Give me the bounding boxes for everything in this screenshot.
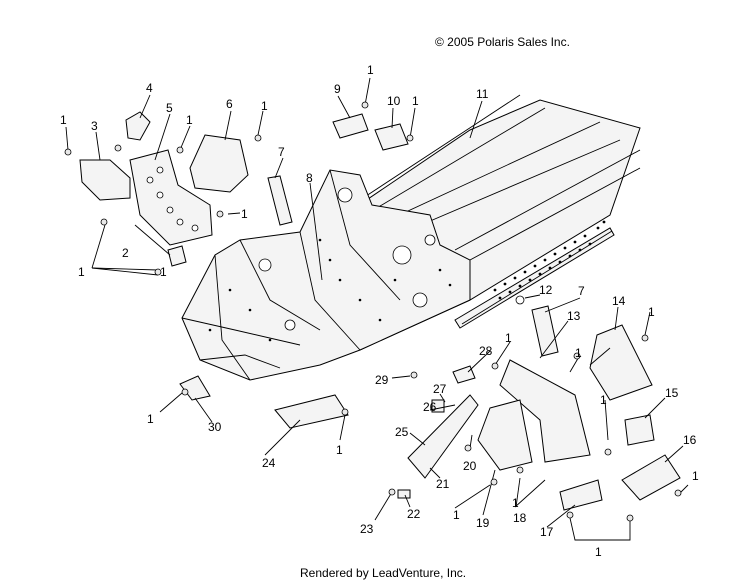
- callout-1: 1: [160, 265, 167, 279]
- cover-14: [589, 324, 653, 401]
- callout-25: 25: [395, 425, 409, 439]
- bracket-4: [125, 111, 151, 141]
- callout-1: 1: [186, 113, 193, 127]
- callout-28: 28: [479, 344, 493, 358]
- callout-labels: 1 3 4 5 1 6 1 7 8 1 2 1 9 1 10 1 11 12 7…: [60, 63, 699, 559]
- callout-18: 18: [513, 511, 527, 525]
- callout-1: 1: [512, 496, 519, 510]
- callout-30: 30: [208, 420, 222, 434]
- callout-17: 17: [540, 525, 554, 539]
- callout-1: 1: [147, 412, 154, 426]
- callout-7: 7: [578, 284, 585, 298]
- callout-1: 1: [412, 94, 419, 108]
- callout-11: 11: [476, 87, 489, 101]
- callout-13: 13: [567, 309, 581, 323]
- callout-1: 1: [60, 113, 67, 127]
- clip-17: [559, 479, 603, 511]
- mount-25-26: [407, 394, 479, 479]
- copyright-text: © 2005 Polaris Sales Inc.: [435, 35, 570, 49]
- gusset-7-lower: [531, 305, 559, 357]
- callout-26: 26: [423, 400, 437, 414]
- callout-14: 14: [612, 294, 626, 308]
- skid-plate-5: [129, 149, 213, 246]
- callout-2: 2: [122, 246, 129, 260]
- grommet-12: [515, 295, 525, 305]
- bracket-19: [477, 399, 533, 471]
- plate-15: [624, 414, 655, 446]
- bracket-10: [374, 123, 409, 151]
- leader-lines: [65, 77, 689, 541]
- fasteners: [64, 101, 682, 522]
- gusset-7-upper: [267, 175, 293, 226]
- callout-10: 10: [387, 94, 401, 108]
- support-arm-18: [499, 359, 591, 463]
- callout-9: 9: [334, 82, 341, 96]
- callout-1: 1: [241, 207, 248, 221]
- callout-1: 1: [78, 265, 85, 279]
- bracket-16: [621, 454, 681, 501]
- callout-15: 15: [665, 386, 679, 400]
- callout-4: 4: [146, 81, 153, 95]
- rivet-29: [410, 371, 418, 379]
- callout-1: 1: [600, 393, 607, 407]
- clip-22: [397, 489, 411, 499]
- callout-29: 29: [375, 373, 389, 387]
- clip-2: [167, 245, 187, 267]
- callout-5: 5: [166, 101, 173, 115]
- callout-21: 21: [436, 477, 450, 491]
- callout-1: 1: [367, 63, 374, 77]
- callout-19: 19: [476, 516, 490, 530]
- callout-1: 1: [261, 99, 268, 113]
- bracket-plate-3: [79, 159, 131, 201]
- cover-plate-24: [274, 394, 349, 429]
- footer-credit: Rendered by LeadVenture, Inc.: [300, 566, 466, 580]
- callout-1: 1: [648, 305, 655, 319]
- callout-1: 1: [453, 508, 460, 522]
- callout-27: 27: [433, 382, 447, 396]
- callout-1: 1: [595, 545, 602, 559]
- bracket-6: [189, 134, 249, 193]
- callout-12: 12: [539, 283, 553, 297]
- bulkhead-frame: [181, 169, 471, 381]
- callout-24: 24: [262, 456, 276, 470]
- callout-1: 1: [336, 443, 343, 457]
- callout-20: 20: [463, 459, 477, 473]
- callout-1: 1: [692, 469, 699, 483]
- callout-16: 16: [683, 433, 697, 447]
- callout-6: 6: [226, 97, 233, 111]
- callout-1: 1: [575, 346, 582, 360]
- callout-22: 22: [407, 507, 421, 521]
- running-board-perforations: [493, 220, 606, 300]
- callout-3: 3: [91, 119, 98, 133]
- callout-23: 23: [360, 522, 374, 536]
- grommet-30: [179, 375, 211, 401]
- callout-1: 1: [505, 331, 512, 345]
- bracket-9: [332, 113, 369, 139]
- callout-8: 8: [306, 171, 313, 185]
- callout-7: 7: [278, 145, 285, 159]
